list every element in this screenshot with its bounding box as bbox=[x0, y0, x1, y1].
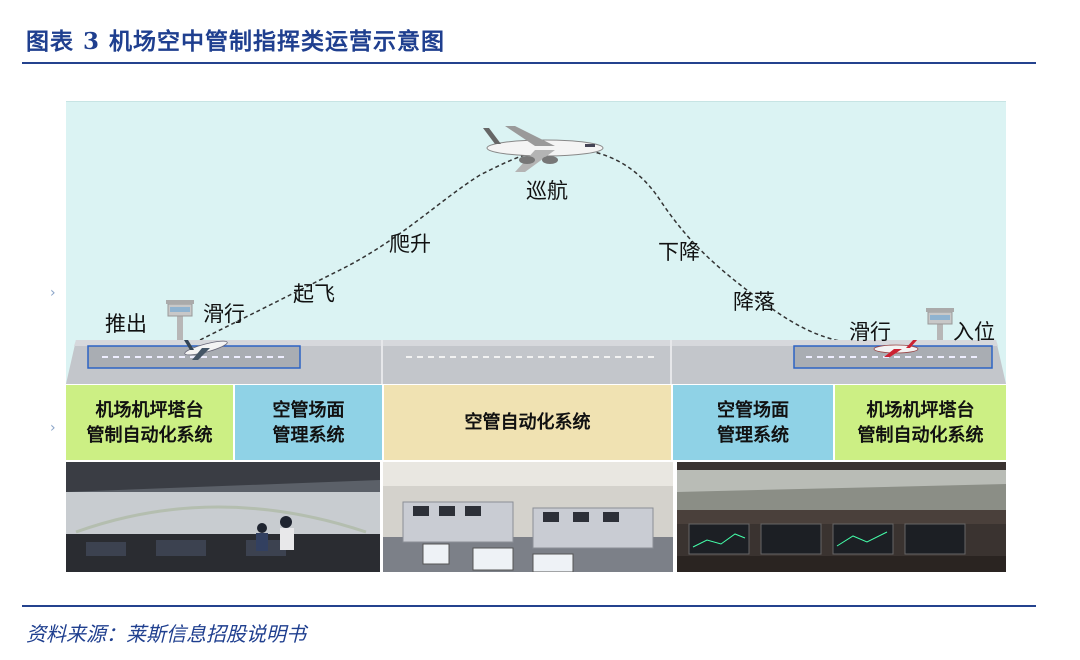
flight-path bbox=[199, 147, 881, 346]
stage-taxi-out: 滑行 bbox=[203, 302, 245, 326]
top-divider bbox=[22, 62, 1036, 64]
departing-airplane-icon bbox=[184, 340, 228, 360]
system-box-atc-automation: 空管自动化系统 bbox=[384, 385, 671, 460]
apron-control-room-photo bbox=[677, 462, 1006, 572]
arriving-airplane-icon bbox=[873, 340, 919, 357]
system-box-surface-right: 空管场面管理系统 bbox=[673, 385, 833, 460]
figure-title: 图表 3 机场空中管制指挥类运营示意图 bbox=[26, 28, 446, 55]
stage-cruise: 巡航 bbox=[526, 179, 568, 203]
stage-landing: 降落 bbox=[733, 290, 775, 314]
stage-taxi-in: 滑行 bbox=[849, 320, 891, 344]
bottom-divider bbox=[22, 605, 1036, 607]
control-tower-photo bbox=[66, 462, 380, 572]
stage-park-in: 入位 bbox=[953, 320, 995, 344]
stage-descent: 下降 bbox=[658, 240, 700, 264]
system-box-apron-tower-left: 机场机坪塔台管制自动化系统 bbox=[66, 385, 233, 460]
stage-climb: 爬升 bbox=[389, 232, 431, 256]
margin-mark: › bbox=[50, 285, 56, 301]
runway-strip bbox=[66, 340, 1006, 384]
system-box-surface-left: 空管场面管理系统 bbox=[235, 385, 382, 460]
atc-center-photo bbox=[383, 462, 673, 572]
margin-mark: › bbox=[50, 420, 56, 436]
source-note: 资料来源：莱斯信息招股说明书 bbox=[26, 622, 306, 646]
stage-push-out: 推出 bbox=[105, 312, 147, 336]
system-box-apron-tower-right: 机场机坪塔台管制自动化系统 bbox=[835, 385, 1006, 460]
cruise-airplane-icon bbox=[483, 126, 604, 172]
stage-takeoff: 起飞 bbox=[293, 282, 335, 306]
